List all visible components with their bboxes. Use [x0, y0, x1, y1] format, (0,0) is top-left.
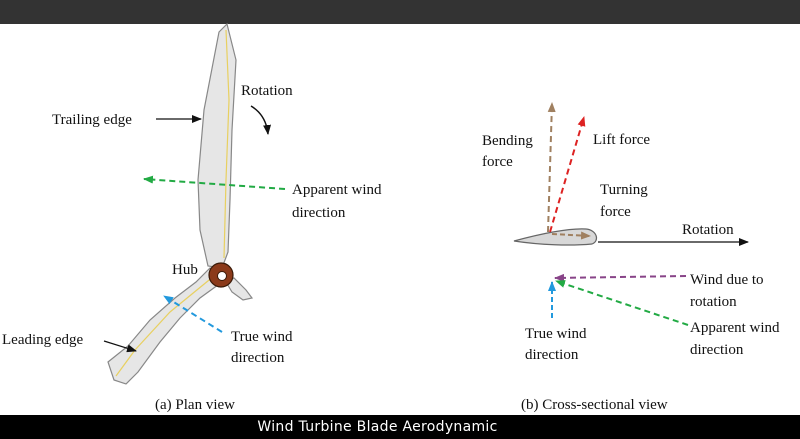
label-leading-edge: Leading edge [2, 332, 84, 348]
label-lift: Lift force [593, 132, 650, 148]
lower-right-blade [225, 277, 254, 301]
lift-force-arrow [549, 116, 586, 233]
label-turning-1: Turning [600, 182, 648, 198]
label-apparent-wind-2: direction [292, 205, 346, 221]
footer-title: Wind Turbine Blade Aerodynamic [257, 419, 498, 435]
caption-plan-view: (a) Plan view [155, 397, 235, 413]
airfoil-section [513, 228, 598, 246]
label-rotation-section: Rotation [682, 222, 734, 238]
lower-left-blade-spar [115, 275, 215, 377]
label-true-wind-section-1: True wind [525, 326, 587, 342]
label-bending-2: force [482, 154, 513, 170]
apparent-wind-arrow [143, 175, 286, 190]
label-turning-2: force [600, 204, 631, 220]
label-rotation: Rotation [241, 83, 293, 99]
wind-rotation-arrow [554, 273, 687, 282]
label-trailing-edge: Trailing edge [52, 112, 132, 128]
hub-icon [208, 262, 234, 288]
label-true-wind-2: direction [231, 350, 285, 366]
label-apparent-wind-section-2: direction [690, 342, 744, 358]
plan-view: Trailing edge Rotation Apparent wind dir… [2, 22, 382, 413]
label-true-wind-section-2: direction [525, 347, 579, 363]
turning-force-arrow [551, 231, 591, 240]
top-bar [0, 0, 800, 24]
leading-edge-arrow [103, 340, 137, 353]
label-apparent-wind-section-1: Apparent wind [690, 320, 780, 336]
rotation-curved-arrow [250, 105, 272, 135]
section-view: Bending force Lift force Turning force R… [482, 102, 780, 413]
apparent-wind-arrow-section [555, 280, 689, 326]
lower-left-blade [107, 267, 223, 385]
bottom-bar [0, 415, 800, 439]
true-wind-arrow [163, 295, 223, 333]
label-bending-1: Bending [482, 133, 533, 149]
label-true-wind-1: True wind [231, 329, 293, 345]
label-wind-rotation-2: rotation [690, 294, 737, 310]
bending-force-arrow [547, 102, 556, 233]
label-apparent-wind-1: Apparent wind [292, 182, 382, 198]
label-wind-rotation-1: Wind due to [690, 272, 764, 288]
label-hub: Hub [172, 262, 198, 278]
caption-cross-section: (b) Cross-sectional view [521, 397, 668, 413]
upper-blade [197, 22, 237, 269]
upper-blade-spar [223, 29, 230, 259]
